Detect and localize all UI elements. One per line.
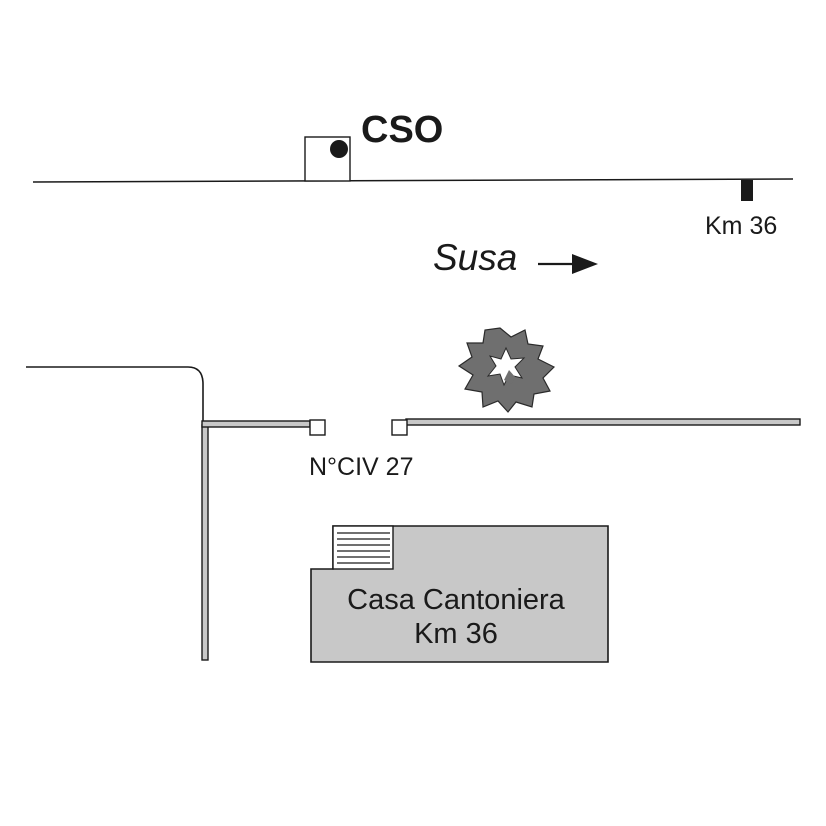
gate-post-icon [391, 419, 408, 436]
km-marker-label: Km 36 [705, 212, 777, 240]
cso-label: CSO [361, 109, 443, 151]
civic-number-label: N°CIV 27 [309, 453, 413, 481]
road-line [32, 178, 794, 183]
building-km-label: Km 36 [414, 618, 498, 650]
cso-box-icon [304, 136, 351, 182]
wall-right-segment [405, 418, 801, 426]
stairs-icon [332, 525, 394, 570]
lot-boundary [26, 366, 204, 422]
direction-label: Susa [433, 237, 517, 278]
gate-post-icon [309, 419, 326, 436]
building-name-label: Casa Cantoniera [347, 584, 565, 616]
km-marker-icon [741, 180, 753, 201]
wall-vertical [201, 424, 209, 661]
direction-arrow-icon [538, 254, 598, 274]
casa-cantoniera-building: Casa Cantoniera Km 36 [310, 525, 609, 663]
tree-icon [457, 327, 556, 413]
wall-left-segment [201, 420, 311, 428]
